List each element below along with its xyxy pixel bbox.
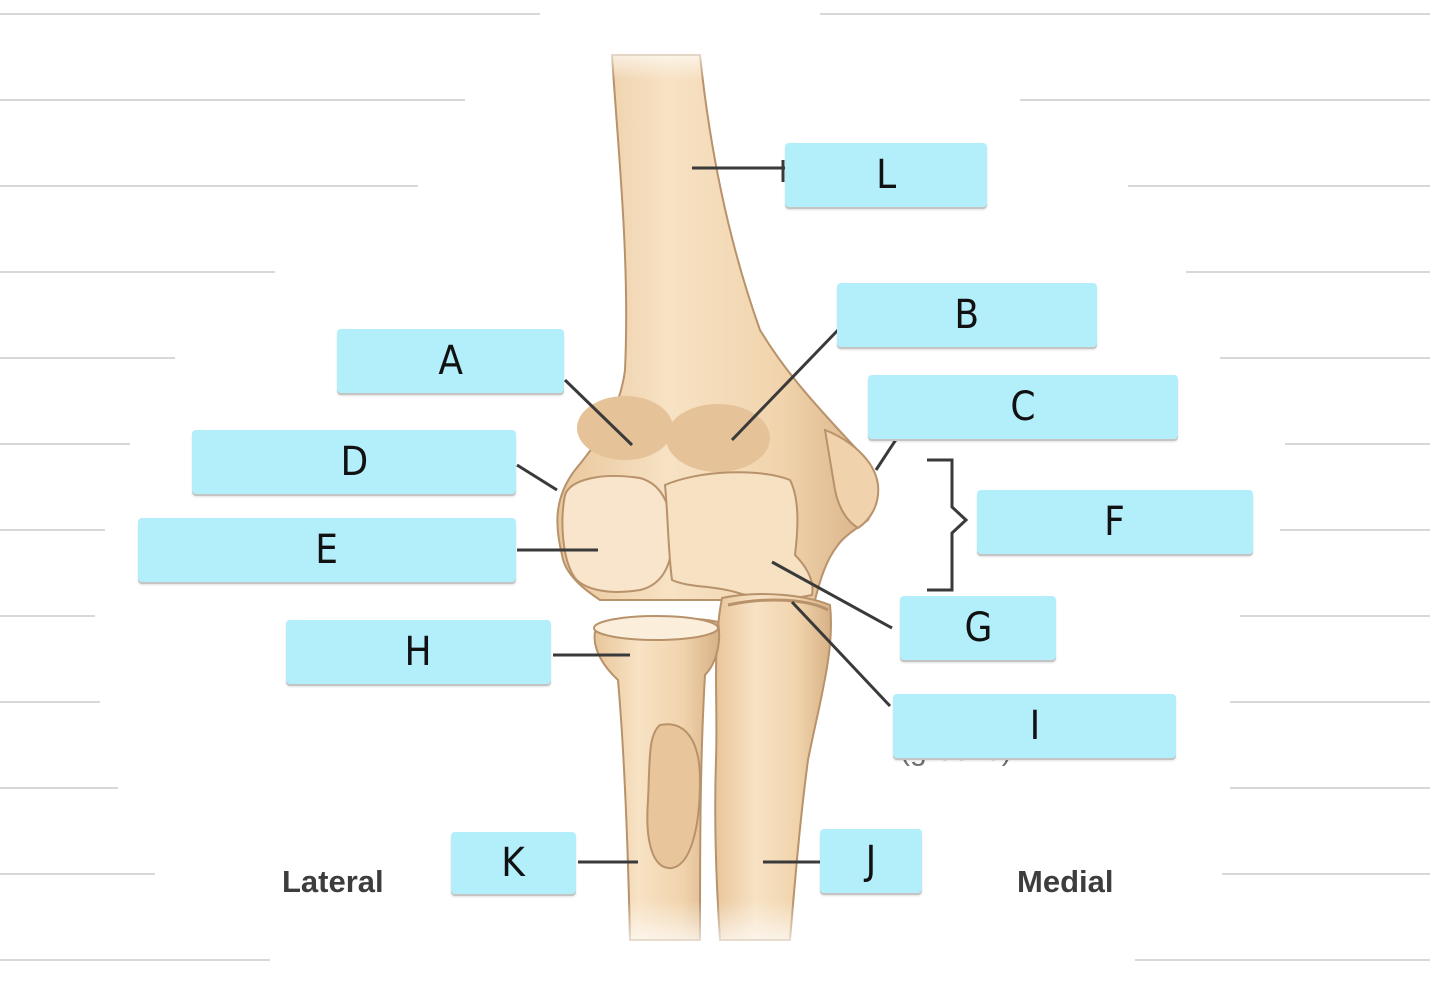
- label-text-i: I: [1029, 706, 1040, 746]
- label-box-e[interactable]: E: [138, 518, 516, 582]
- label-text-h: H: [405, 632, 432, 672]
- label-box-i[interactable]: I: [893, 694, 1176, 758]
- label-box-l[interactable]: L: [785, 143, 987, 207]
- lateral-label: Lateral: [282, 864, 384, 900]
- label-text-l: L: [876, 155, 896, 195]
- label-box-j[interactable]: J: [820, 829, 922, 893]
- label-text-b: B: [955, 295, 980, 335]
- label-text-d: D: [340, 442, 368, 482]
- label-box-k[interactable]: K: [451, 832, 576, 894]
- label-box-f[interactable]: F: [977, 490, 1253, 554]
- label-box-a[interactable]: A: [337, 329, 564, 393]
- label-box-c[interactable]: C: [868, 375, 1178, 439]
- label-text-a: A: [438, 341, 463, 381]
- label-text-g: G: [964, 608, 992, 648]
- label-box-g[interactable]: G: [900, 596, 1056, 660]
- label-text-k: K: [502, 843, 526, 883]
- label-text-e: E: [316, 530, 339, 570]
- label-box-b[interactable]: B: [837, 283, 1097, 347]
- medial-label: Medial: [1017, 864, 1113, 900]
- label-box-h[interactable]: H: [286, 620, 551, 684]
- label-box-d[interactable]: D: [192, 430, 516, 494]
- label-text-j: J: [866, 841, 877, 881]
- label-text-f: F: [1105, 502, 1126, 542]
- label-text-c: C: [1010, 387, 1035, 427]
